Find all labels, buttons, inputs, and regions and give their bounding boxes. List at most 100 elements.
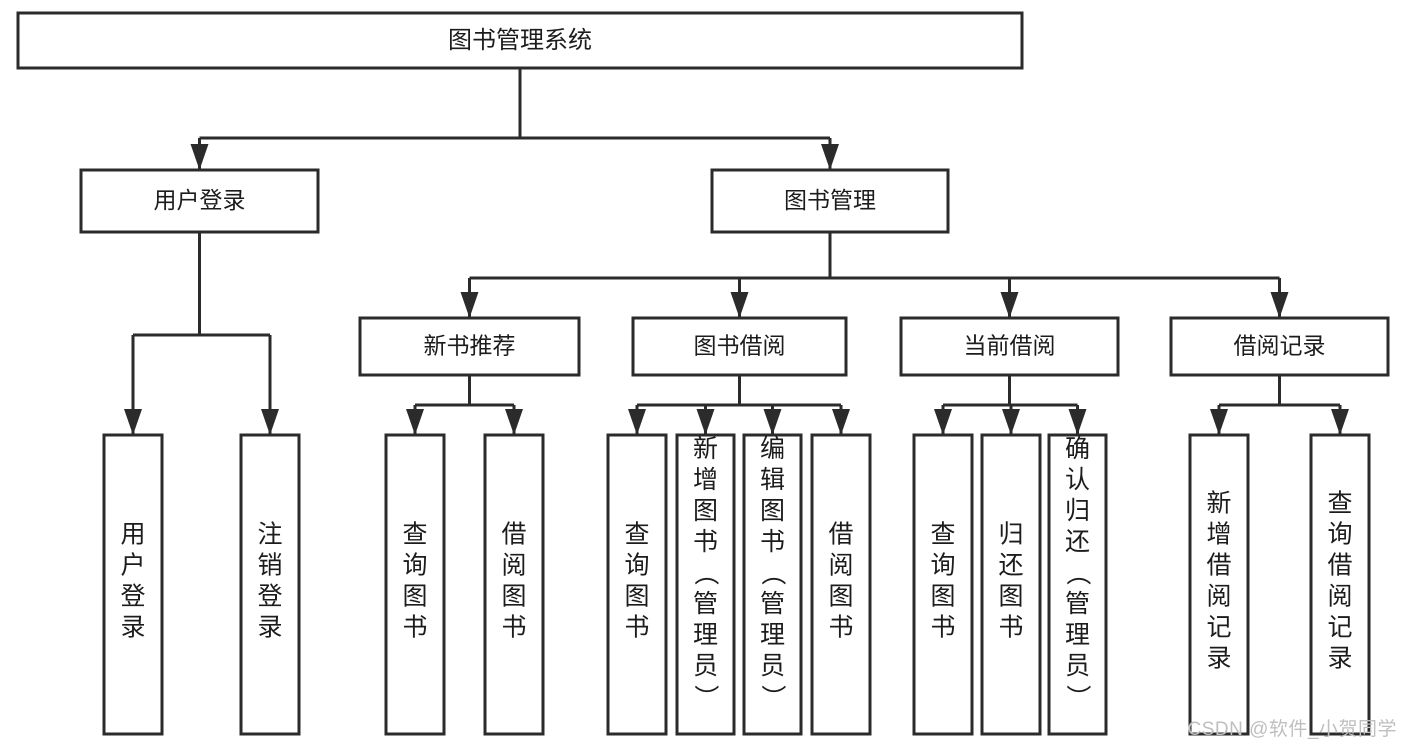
svg-text:书: 书 — [930, 614, 955, 642]
arrow-icon-图书借阅-3 — [832, 409, 850, 435]
svg-text:增: 增 — [1206, 521, 1231, 549]
svg-text:录: 录 — [1327, 645, 1352, 673]
node-l3-借阅记录[interactable]: 借阅记录 — [1169, 316, 1390, 377]
svg-text:员: 员 — [1065, 652, 1090, 680]
arrow-icon-图书借阅-1 — [696, 409, 715, 435]
svg-text:注: 注 — [257, 521, 282, 549]
svg-text:询: 询 — [402, 552, 427, 580]
node-l3-当前借阅[interactable]: 当前借阅 — [899, 316, 1120, 377]
svg-text:阅: 阅 — [828, 552, 853, 580]
node-leaf-借阅图书-3-rect — [483, 433, 545, 736]
svg-text:管: 管 — [693, 590, 718, 618]
svg-text:录: 录 — [120, 614, 145, 642]
node-l3-当前借阅-label: 当前借阅 — [964, 333, 1056, 359]
svg-text:（: （ — [692, 560, 720, 585]
svg-text:认: 认 — [1065, 466, 1090, 494]
node-l3-当前借阅-rect — [899, 316, 1120, 377]
node-l2-用户登录-label: 用户登录 — [154, 187, 246, 213]
node-root-图书管理系统-label: 图书管理系统 — [448, 27, 592, 54]
node-l3-图书借阅-rect — [631, 316, 848, 377]
node-l2-图书管理-rect — [710, 168, 950, 234]
node-l2-用户登录-rect — [79, 168, 320, 234]
svg-text:图: 图 — [930, 583, 955, 611]
svg-text:查: 查 — [1327, 490, 1352, 518]
node-leaf-归还图书-9-rect — [980, 433, 1042, 736]
node-leaf-查询图书-4-rect — [606, 433, 668, 736]
arrow-icon-root-1 — [821, 144, 839, 170]
arrow-icon-book-mgmt-2 — [1000, 292, 1019, 318]
node-l3-借阅记录-label: 借阅记录 — [1234, 333, 1326, 359]
svg-text:图: 图 — [624, 583, 649, 611]
node-root-图书管理系统[interactable]: 图书管理系统 — [16, 11, 1024, 70]
svg-text:录: 录 — [257, 614, 282, 642]
svg-text:图: 图 — [760, 497, 785, 525]
node-leaf-借阅图书-7-rect — [810, 433, 872, 736]
node-l2-用户登录[interactable]: 用户登录 — [79, 168, 320, 234]
arrow-icon-book-mgmt-0 — [460, 292, 479, 318]
arrow-icon-用户登录-1 — [261, 409, 279, 435]
node-l3-借阅记录-rect — [1169, 316, 1390, 377]
node-l3-图书借阅[interactable]: 图书借阅 — [631, 316, 848, 377]
svg-text:）: ） — [1064, 684, 1092, 709]
svg-text:询: 询 — [930, 552, 955, 580]
svg-text:还: 还 — [998, 552, 1023, 580]
svg-text:增: 增 — [693, 466, 718, 494]
svg-text:（: （ — [759, 560, 787, 585]
node-root-图书管理系统-rect — [16, 11, 1024, 70]
svg-text:书: 书 — [998, 614, 1023, 642]
node-leaf-用户登录-0[interactable]: 用户登录 — [102, 433, 164, 736]
arrow-icon-root-0 — [190, 144, 209, 170]
node-l3-新书推荐-rect — [358, 316, 581, 377]
arrow-icon-用户登录-0 — [124, 409, 142, 435]
arrow-icon-book-mgmt-1 — [730, 292, 749, 318]
arrow-icon-当前借阅-1 — [1002, 409, 1020, 435]
svg-text:阅: 阅 — [1206, 583, 1231, 611]
svg-text:询: 询 — [1327, 521, 1352, 549]
svg-text:管: 管 — [760, 590, 785, 618]
node-leaf-用户登录-0-rect — [102, 433, 164, 736]
svg-text:图: 图 — [402, 583, 427, 611]
svg-text:查: 查 — [930, 521, 955, 549]
svg-text:登: 登 — [257, 583, 282, 611]
arrow-icon-新书推荐-0 — [406, 409, 424, 435]
node-l2-图书管理-label: 图书管理 — [784, 187, 876, 213]
svg-text:归: 归 — [998, 521, 1023, 549]
node-leaf-查询借阅记录-12-rect — [1309, 433, 1371, 736]
node-l2-图书管理[interactable]: 图书管理 — [710, 168, 950, 234]
node-l3-新书推荐-label: 新书推荐 — [424, 333, 516, 359]
svg-text:书: 书 — [501, 614, 526, 642]
svg-text:书: 书 — [693, 528, 718, 556]
svg-text:询: 询 — [624, 552, 649, 580]
svg-text:记: 记 — [1327, 614, 1352, 642]
node-leaf-新增借阅记录-11-rect — [1188, 433, 1250, 736]
node-l3-新书推荐[interactable]: 新书推荐 — [358, 316, 581, 377]
svg-text:借: 借 — [501, 521, 526, 549]
arrow-icon-图书借阅-0 — [628, 409, 646, 435]
arrow-icon-借阅记录-1 — [1331, 409, 1349, 435]
svg-text:图: 图 — [501, 583, 526, 611]
svg-text:图: 图 — [693, 497, 718, 525]
svg-text:书: 书 — [828, 614, 853, 642]
svg-text:理: 理 — [693, 621, 718, 649]
svg-text:销: 销 — [257, 552, 282, 580]
svg-text:员: 员 — [693, 652, 718, 680]
svg-text:借: 借 — [828, 521, 853, 549]
